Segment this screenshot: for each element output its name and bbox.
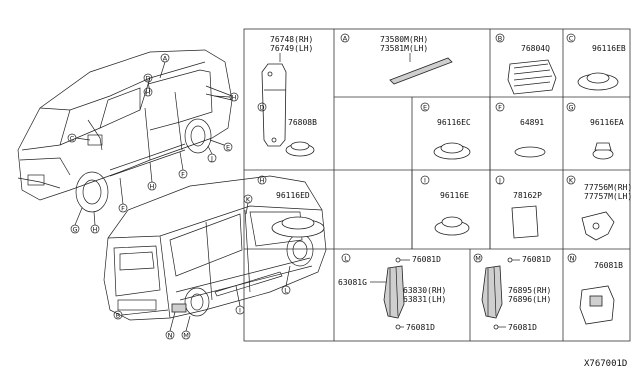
cell-letter: C xyxy=(569,35,574,43)
cell-0-mudguard-clip: 76748(RH) 76749(LH) xyxy=(261,35,313,147)
part-number: 63081G xyxy=(338,278,367,287)
part-number: 78162P xyxy=(513,191,542,200)
cell-letter: E xyxy=(423,104,427,112)
svg-text:A: A xyxy=(163,55,168,63)
part-73580m-illustration xyxy=(389,57,453,85)
part-number: 73581M(LH) xyxy=(380,44,428,53)
cell-j-pad: J 78162P xyxy=(495,175,542,239)
svg-text:I: I xyxy=(239,307,241,315)
cell-letter: N xyxy=(570,255,575,263)
part-number: 76749(LH) xyxy=(270,44,313,53)
cell-letter: I xyxy=(424,177,426,185)
svg-text:M: M xyxy=(183,332,189,340)
svg-text:C: C xyxy=(70,135,75,143)
svg-text:H: H xyxy=(93,226,98,234)
svg-text:G: G xyxy=(72,226,77,234)
part-number: 76896(LH) xyxy=(508,295,551,304)
part-number: 96116EA xyxy=(590,118,624,127)
cell-d-plug: D 76808B xyxy=(257,102,317,157)
cell-b-grommet-plate: B 76804Q xyxy=(495,33,557,95)
cell-letter: B xyxy=(498,35,502,43)
part-number: 64891 xyxy=(520,118,544,127)
part-number: 76081D xyxy=(522,255,551,264)
part-number: 96116EC xyxy=(437,118,471,127)
svg-text:J: J xyxy=(210,155,213,163)
cell-letter: K xyxy=(569,177,574,185)
cell-letter: F xyxy=(498,104,502,112)
cell-i-plug: I 96116E xyxy=(420,175,470,236)
cell-letter: M xyxy=(475,255,481,263)
cell-letter: J xyxy=(498,177,501,185)
svg-text:H: H xyxy=(146,89,151,97)
part-number: 96116E xyxy=(440,191,469,200)
cell-f-plug: F 64891 xyxy=(495,102,546,158)
cell-g-plug: G 96116EA xyxy=(566,102,624,160)
part-64891-illustration xyxy=(514,146,546,158)
diagram-code: X767001D xyxy=(584,359,627,369)
callouts-vehicle-front: A D H H C E J F H F G H xyxy=(67,53,239,234)
cell-h-plug: H 96116ED xyxy=(257,175,325,238)
svg-text:E: E xyxy=(226,144,230,152)
part-number: 63830(RH) xyxy=(403,286,446,295)
svg-text:N: N xyxy=(168,332,173,340)
cell-k-bracket: K 77756M(RH) 77757M(LH) xyxy=(566,175,632,241)
part-number: 76081D xyxy=(406,323,435,332)
part-number: 76804Q xyxy=(521,44,550,53)
part-number: 76808B xyxy=(288,118,317,127)
cell-l-mudguard: L 76081D 63081G 63830(RH) 63831(LH) 7608… xyxy=(338,253,446,332)
cell-e-plug: E 96116EC xyxy=(420,102,471,160)
cell-letter: G xyxy=(568,104,573,112)
part-76895-illustration xyxy=(481,265,503,319)
part-number: 96116ED xyxy=(276,191,310,200)
cell-m-mudguard: M 76081D 76895(RH) 76896(LH) 76081D xyxy=(473,253,551,332)
part-number: 73580M(RH) xyxy=(380,35,428,44)
part-number: 76895(RH) xyxy=(508,286,551,295)
cell-letter: H xyxy=(260,177,265,185)
part-number: 76081B xyxy=(594,261,623,270)
cell-letter: A xyxy=(343,35,348,43)
svg-text:L: L xyxy=(284,287,288,295)
part-number: 96116EB xyxy=(592,44,626,53)
cell-n-bracket: N 76081B xyxy=(567,253,623,325)
cell-c-plug: C 96116EB xyxy=(566,33,626,91)
svg-text:F: F xyxy=(181,171,185,179)
svg-text:H: H xyxy=(232,94,237,102)
cell-a-side-molding: A 73580M(RH) 73581M(LH) xyxy=(340,33,453,85)
part-63830-illustration xyxy=(383,265,405,319)
cell-letter: L xyxy=(344,255,348,263)
svg-text:F: F xyxy=(121,205,125,213)
part-number: 76081D xyxy=(412,255,441,264)
cell-letter: D xyxy=(259,104,264,112)
callouts-vehicle-rear: K L I B N M xyxy=(113,194,291,340)
svg-text:B: B xyxy=(116,312,120,320)
part-number: 76748(RH) xyxy=(270,35,313,44)
svg-text:H: H xyxy=(150,183,155,191)
vehicle-rear-illustration xyxy=(103,175,327,321)
vehicle-front-illustration xyxy=(17,49,233,213)
part-76748-illustration xyxy=(261,63,287,147)
part-78162p-illustration xyxy=(511,205,539,239)
svg-text:D: D xyxy=(145,75,150,83)
parts-grid xyxy=(243,28,631,342)
part-76804q-illustration xyxy=(507,59,557,95)
part-number: 77756M(RH) xyxy=(584,183,632,192)
part-number: 76081D xyxy=(508,323,537,332)
part-96116ea-illustration xyxy=(592,148,614,160)
part-number: 63831(LH) xyxy=(403,295,446,304)
part-number: 77757M(LH) xyxy=(584,192,632,201)
svg-text:K: K xyxy=(246,196,251,204)
